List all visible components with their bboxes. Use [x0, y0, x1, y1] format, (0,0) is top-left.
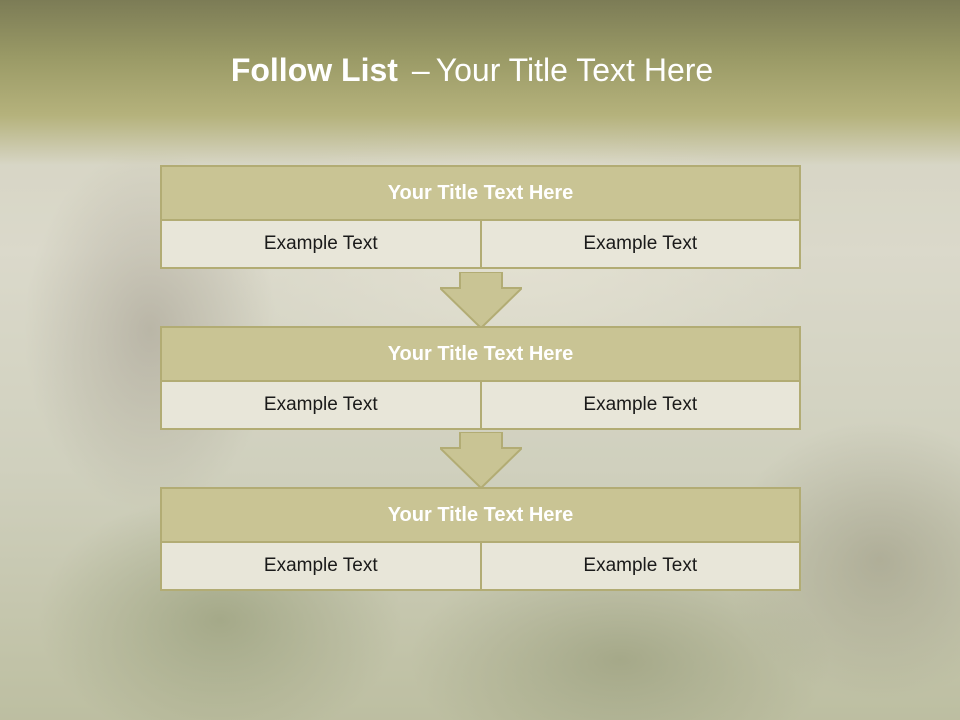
block-cell-right: Example Text — [479, 219, 801, 269]
block-row: Example Text Example Text — [160, 380, 801, 430]
down-arrow-icon — [440, 272, 522, 328]
block-row: Example Text Example Text — [160, 219, 801, 269]
block-row: Example Text Example Text — [160, 541, 801, 591]
block-cell-left: Example Text — [160, 541, 482, 591]
title-rest: Your Title Text Here — [435, 52, 714, 88]
block-title: Your Title Text Here — [160, 326, 801, 382]
block-title: Your Title Text Here — [160, 165, 801, 221]
block-cell-left: Example Text — [160, 380, 482, 430]
header-band — [0, 0, 960, 165]
title-dash: – — [411, 52, 430, 88]
down-arrow-icon — [440, 432, 522, 488]
list-block-3: Your Title Text Here Example Text Exampl… — [160, 487, 801, 591]
block-cell-left: Example Text — [160, 219, 482, 269]
list-block-1: Your Title Text Here Example Text Exampl… — [160, 165, 801, 269]
title-bold: Follow List — [230, 52, 398, 88]
block-cell-right: Example Text — [479, 541, 801, 591]
block-title: Your Title Text Here — [160, 487, 801, 543]
block-cell-right: Example Text — [479, 380, 801, 430]
slide-title: Follow List–Your Title Text Here — [0, 52, 944, 89]
list-block-2: Your Title Text Here Example Text Exampl… — [160, 326, 801, 430]
